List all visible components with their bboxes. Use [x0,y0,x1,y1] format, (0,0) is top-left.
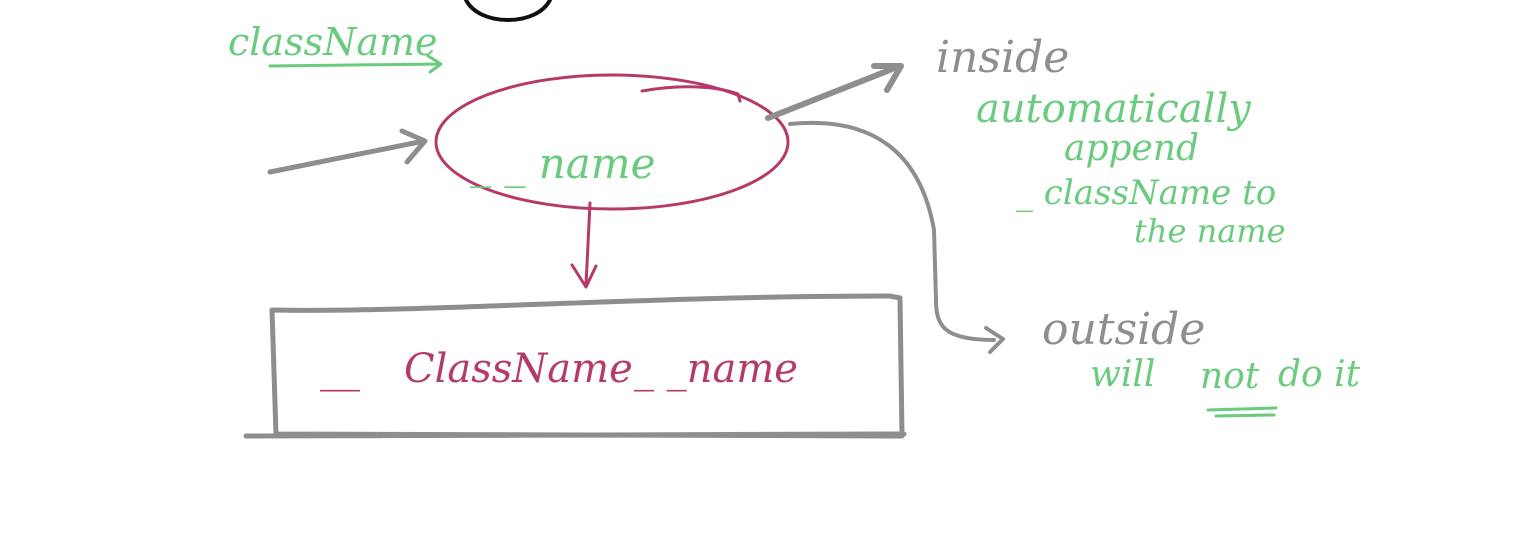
inside-label: inside [936,32,1069,83]
ellipse-to-box-arrow [570,201,598,289]
not-double-underline [1206,406,1278,418]
outside-note-not: not [1200,356,1260,397]
left-input-arrow [267,128,428,175]
name-ellipse [434,73,790,211]
classname-label: className [228,20,438,64]
outside-note-will: will [1090,354,1155,395]
outside-arrow [788,120,1005,354]
inside-note-line-1: automatically [976,86,1252,132]
inside-note-line-3: _ className to [1016,173,1276,213]
ellipse-overlap-stroke [640,85,742,103]
top-circle-fragment [464,0,552,23]
box-classname-text: ClassName [404,346,633,392]
classname-underline-arrow [268,54,443,74]
ellipse-name-text: _ _ name [470,139,655,188]
inside-note-line-4: the name [1134,212,1286,250]
box-name-text: _ _name [634,346,798,392]
outside-note-do-it: do it [1278,354,1361,395]
outside-label: outside [1042,304,1205,355]
inside-note-line-2: append [1064,128,1199,169]
box-prefix-underscores: __ [320,346,360,392]
result-box [243,293,907,439]
inside-arrow [765,63,904,121]
